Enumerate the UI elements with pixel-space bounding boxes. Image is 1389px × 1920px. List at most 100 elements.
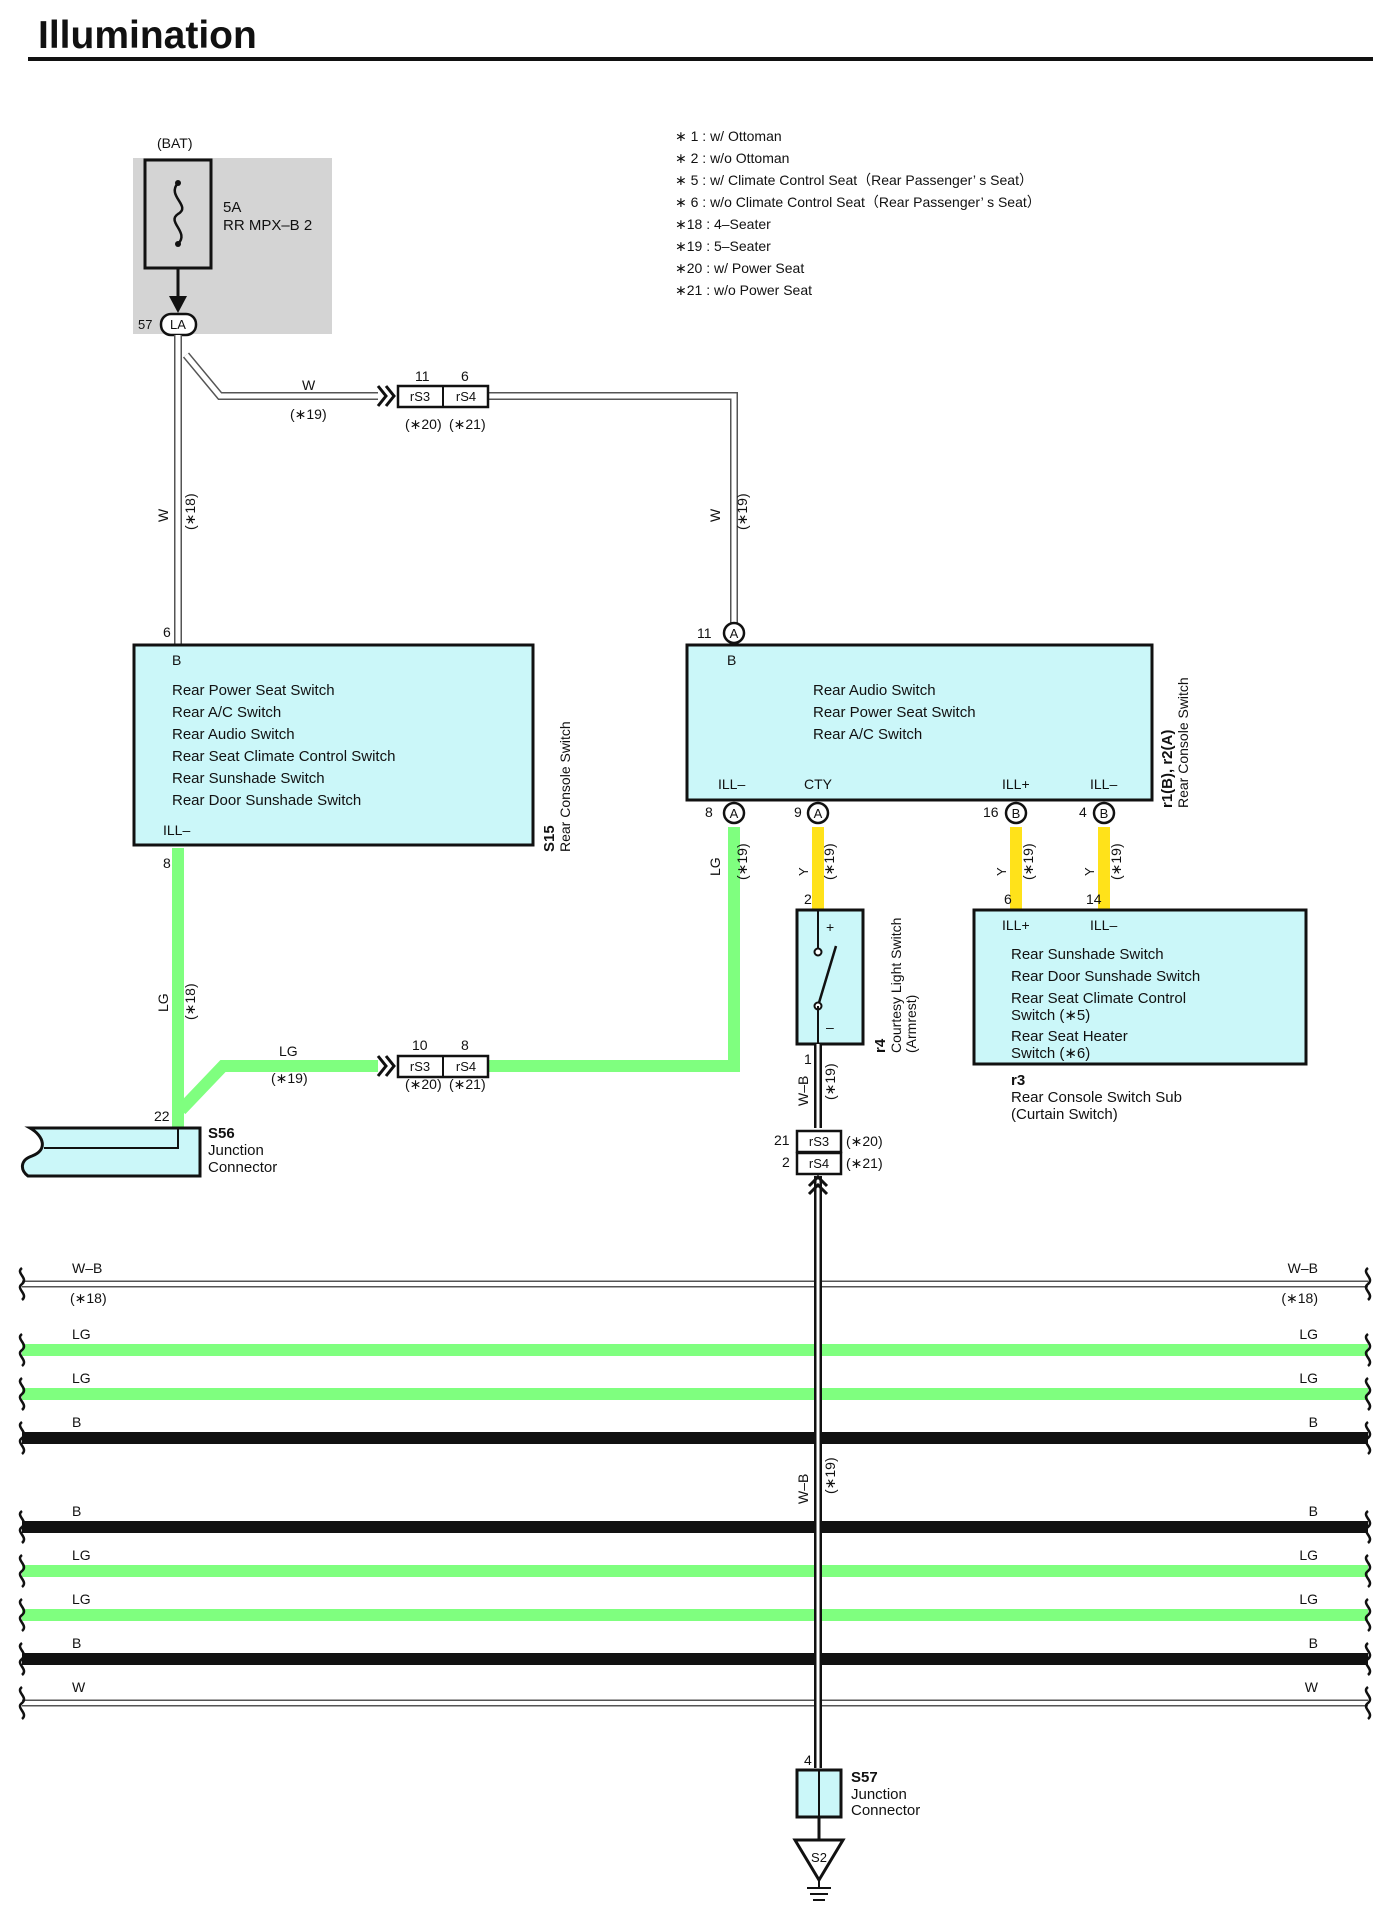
note-19: ∗19 : 5–Seater xyxy=(675,238,771,254)
fuse-box-shading xyxy=(133,158,332,334)
bus-break-right-icon xyxy=(1364,1597,1372,1632)
note-20-vertical: (∗20) xyxy=(846,1133,883,1149)
note-6: ∗ 6 : w/o Climate Control Seat（Rear Pass… xyxy=(675,194,1041,210)
bus-break-right-icon xyxy=(1364,1685,1372,1720)
r4-sub: (Armrest) xyxy=(903,995,919,1053)
s15-pin-top-label: B xyxy=(172,652,181,668)
wire-note-19-cty: (∗19) xyxy=(821,843,837,880)
bus-label-left: B xyxy=(72,1503,81,1519)
note-20-lower: (∗20) xyxy=(405,1076,442,1092)
s15-function-1: Rear Power Seat Switch xyxy=(172,682,335,699)
r4-name: Courtesy Light Switch xyxy=(888,918,904,1053)
s15-body xyxy=(132,643,535,847)
bus-break-right-icon xyxy=(1364,1420,1372,1455)
bus-label-left: B xyxy=(72,1635,81,1651)
r4-contact-top xyxy=(813,947,823,957)
r1-pin-ill-plus-label: ILL+ xyxy=(1002,776,1030,792)
wire-label-w-r2: W xyxy=(707,508,723,522)
wire-w-r2 xyxy=(488,393,737,625)
connector-rs4-vertical: rS4 xyxy=(809,1156,829,1171)
wire-note-19-lower: (∗19) xyxy=(271,1070,308,1086)
bus-break-right-icon xyxy=(1364,1376,1372,1411)
bus-break-left-icon xyxy=(18,1597,26,1632)
note-20: ∗20 : w/ Power Seat xyxy=(675,260,804,276)
r4-body xyxy=(795,908,865,1046)
bus-label-left: LG xyxy=(72,1547,91,1563)
bus-label-left: LG xyxy=(72,1326,91,1342)
r3-sub: (Curtain Switch) xyxy=(1011,1106,1118,1123)
wire-w-r2-edge xyxy=(488,392,738,625)
connector-arrow-icon xyxy=(807,1174,829,1196)
r2-pin-cty-label: CTY xyxy=(804,776,833,792)
y-wires xyxy=(812,827,1110,910)
r3-function-6: Switch (∗6) xyxy=(1011,1045,1090,1062)
connector-rs4-upper: rS4 xyxy=(456,389,476,404)
bus-label-right: B xyxy=(1309,1414,1318,1430)
s15-pin-bottom: 8 xyxy=(163,855,171,871)
s57-line2: Connector xyxy=(851,1802,920,1819)
wire-note-18-lg: (∗18) xyxy=(182,983,198,1020)
fuse-pin: 57 xyxy=(138,317,152,332)
wire-label-lg-s15: LG xyxy=(155,993,171,1012)
pin-rs3-upper: 11 xyxy=(415,368,430,384)
r4-pin-bottom: 1 xyxy=(804,1051,812,1067)
bus-break-left-icon xyxy=(18,1641,26,1676)
fuse-element-icon xyxy=(173,182,184,245)
fuse-connector-label: LA xyxy=(170,317,186,332)
bus-label-left: W xyxy=(72,1679,86,1695)
bus-label-right: W–B xyxy=(1288,1260,1318,1276)
pin-rs4-lower: 8 xyxy=(461,1037,469,1053)
connector-circle-b xyxy=(1092,801,1116,825)
s57-line1: Junction xyxy=(851,1786,907,1803)
r3-pin-ill-minus-label: ILL– xyxy=(1090,917,1117,933)
connector-circle-a xyxy=(806,801,830,825)
connector-rs3-vertical: rS3 xyxy=(809,1134,829,1149)
pin-rs3-lower: 10 xyxy=(412,1037,428,1053)
s56-bus xyxy=(44,1128,179,1149)
s56-line1: Junction xyxy=(208,1142,264,1159)
r3-function-4: Switch (∗5) xyxy=(1011,1007,1090,1024)
bus-label-right: B xyxy=(1309,1635,1318,1651)
connector-circle-a xyxy=(722,801,746,825)
s56-line2: Connector xyxy=(208,1159,277,1176)
connector-circle-a xyxy=(722,621,746,645)
fuse-block: (BAT) 5A RR MPX–B 2 57 LA xyxy=(133,135,332,337)
s15-function-5: Rear Sunshade Switch xyxy=(172,770,325,787)
bus-label-left: LG xyxy=(72,1591,91,1607)
bus-break-left-icon xyxy=(18,1553,26,1588)
r3-name: Rear Console Switch Sub xyxy=(1011,1089,1182,1106)
wire-label-wb-upper: W–B xyxy=(795,1076,811,1106)
connector-a-label: A xyxy=(730,806,739,821)
wire-label-lg-lower: LG xyxy=(279,1043,298,1059)
bus-break-left-icon xyxy=(18,1685,26,1720)
note-21-lower: (∗21) xyxy=(449,1076,486,1092)
r2-pin-9: 9 xyxy=(794,804,802,820)
bus-label-right: LG xyxy=(1299,1326,1318,1342)
component-r1-r2: 11 A B Rear Audio Switch Rear Power Seat… xyxy=(685,621,1191,825)
bus-break-right-icon xyxy=(1364,1553,1372,1588)
wire-lg-r2 xyxy=(488,827,740,1072)
wire-note-18-s15: (∗18) xyxy=(182,493,198,530)
inline-connector-upper: rS3 rS4 11 6 (∗20) (∗21) xyxy=(376,368,490,432)
w-wires xyxy=(174,335,738,650)
r3-function-2: Rear Door Sunshade Switch xyxy=(1011,968,1200,985)
bus-note-right: (∗18) xyxy=(1281,1290,1318,1306)
bus-label-left: B xyxy=(72,1414,81,1430)
r1r2-function-1: Rear Audio Switch xyxy=(813,682,936,699)
r1r2-function-3: Rear A/C Switch xyxy=(813,726,922,743)
note-21: ∗21 : w/o Power Seat xyxy=(675,282,812,298)
r2-pin-top: 11 xyxy=(697,625,712,641)
note-1: ∗ 1 : w/ Ottoman xyxy=(675,128,782,144)
bus-break-right-icon xyxy=(1364,1509,1372,1544)
note-2: ∗ 2 : w/o Ottoman xyxy=(675,150,789,166)
notes-legend: ∗ 1 : w/ Ottoman ∗ 2 : w/o Ottoman ∗ 5 :… xyxy=(675,128,1041,298)
wire-label-y-ill-plus: Y xyxy=(994,867,1009,876)
s15-pin-bottom-label: ILL– xyxy=(163,822,190,838)
connector-a-label: A xyxy=(730,626,739,641)
